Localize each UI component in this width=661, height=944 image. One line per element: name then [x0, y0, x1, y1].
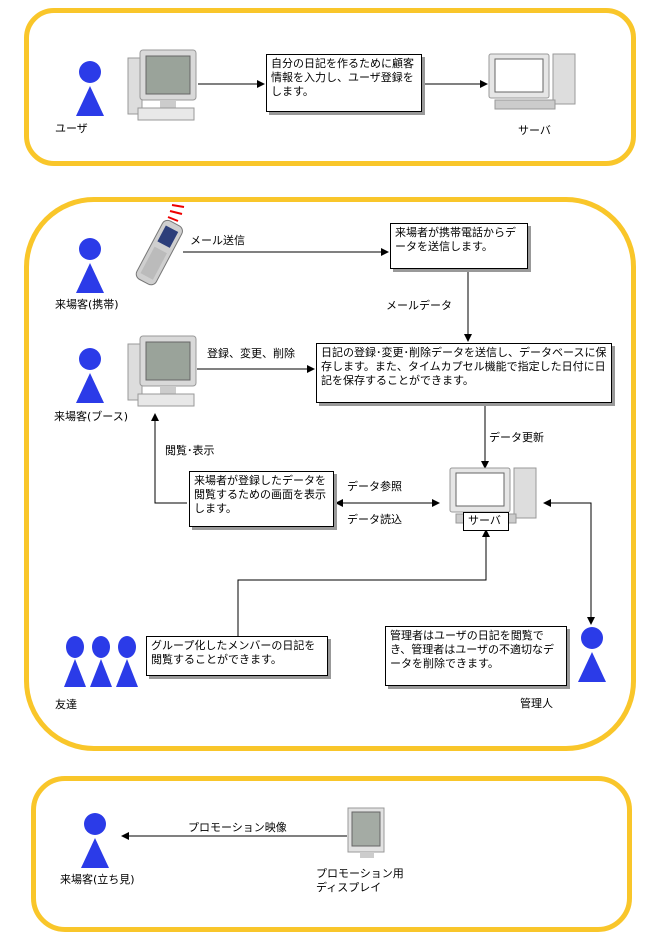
admin-note: 管理者はユーザの日記を閲覧でき、管理者はユーザの不適切なデータを削除できます。	[385, 626, 567, 686]
person-icon	[76, 238, 104, 293]
group-note: グループ化したメンバーの日記を閲覧することができます。	[146, 636, 328, 676]
visitor-mobile-label: 来場客(携帯)	[55, 298, 119, 311]
friend-icon	[64, 636, 86, 687]
mobile-note: 来場者が携帯電話からデータを送信します。	[390, 223, 528, 269]
promo-video-label: プロモーション映像	[188, 821, 287, 834]
diary-note: 日記の登録･変更･削除データを送信し、データベースに保存します。また、タイムカプ…	[316, 343, 612, 403]
friends-label: 友達	[55, 698, 77, 711]
visitor-stand-label: 来場客(立ち見)	[60, 873, 135, 886]
view-display-label: 閲覧･表示	[165, 444, 215, 457]
server-icon	[449, 467, 537, 524]
computer-icon	[127, 335, 197, 407]
person-icon	[76, 348, 104, 403]
person-icon	[81, 813, 109, 868]
visitor-booth-label: 来場客(ブース)	[54, 410, 129, 423]
registration-note: 自分の日記を作るために顧客情報を入力し、ユーザ登録をします。	[266, 54, 422, 112]
admin-icon	[578, 627, 606, 682]
server-icon	[488, 53, 576, 110]
data-ref-label: データ参照	[347, 480, 402, 493]
data-read-label: データ読込	[347, 513, 402, 526]
friend-icon	[90, 636, 112, 687]
data-update-label: データ更新	[489, 431, 544, 444]
server-label-1: サーバ	[518, 124, 551, 137]
mail-data-label: メールデータ	[386, 299, 452, 312]
mail-send-label: メール送信	[190, 234, 245, 247]
view-note: 来場者が登録したデータを閲覧するための画面を表示します。	[189, 471, 334, 527]
promo-display-label-2: ディスプレイ	[316, 881, 382, 894]
mobile-phone-icon	[135, 204, 185, 286]
line-admin-to-server	[543, 499, 595, 625]
server-label-2: サーバ	[463, 512, 509, 531]
register-label: 登録、変更、削除	[207, 347, 295, 360]
display-icon	[347, 807, 385, 858]
user-label: ユーザ	[55, 122, 88, 135]
line-view-display	[151, 413, 187, 504]
promotion-panel	[31, 776, 632, 932]
line-group-to-server	[237, 529, 490, 636]
person-icon	[76, 61, 104, 116]
friend-icon	[116, 636, 138, 687]
promo-display-label-1: プロモーション用	[316, 867, 404, 880]
computer-icon	[127, 49, 197, 121]
admin-label: 管理人	[520, 697, 553, 710]
